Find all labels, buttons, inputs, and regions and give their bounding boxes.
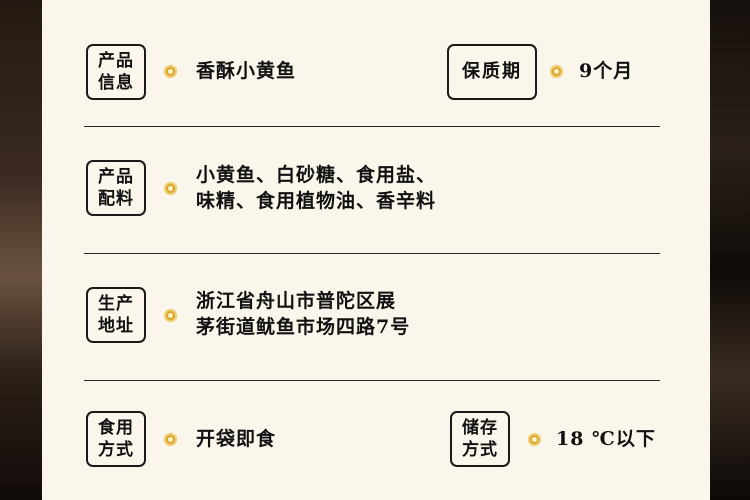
row-usage-storage: 食用 方式 开袋即食 储存 方式 18 ℃以下	[42, 381, 710, 500]
bullet-dot-icon	[164, 433, 177, 446]
label-line: 保质期	[462, 61, 522, 82]
storage-value: 18 ℃以下	[556, 428, 656, 450]
product-name-value: 香酥小黄鱼	[196, 60, 297, 82]
background-photo-right	[710, 0, 750, 500]
bullet-dot-icon	[164, 65, 177, 78]
ingredients-line-1: 小黄鱼、白砂糖、食用盐、	[196, 164, 437, 186]
ingredients-line-2: 味精、食用植物油、香辛料	[196, 190, 437, 212]
label-line: 储存	[462, 418, 498, 438]
divider	[84, 380, 660, 381]
divider	[84, 253, 660, 254]
product-info-card: 产品 信息 香酥小黄鱼 保质期 9个月 产品 配料 小黄鱼、白砂糖、食用盐、 味…	[42, 0, 710, 500]
usage-value: 开袋即食	[196, 428, 277, 450]
ingredients-label: 产品 配料	[86, 160, 146, 216]
label-line: 方式	[462, 440, 498, 460]
label-line: 地址	[98, 316, 134, 336]
row-product-info: 产品 信息 香酥小黄鱼 保质期 9个月	[42, 0, 710, 126]
label-line: 产品	[98, 167, 134, 187]
label-line: 配料	[98, 189, 134, 209]
label-line: 信息	[98, 73, 134, 93]
storage-label: 储存 方式	[450, 411, 510, 467]
divider	[84, 126, 660, 127]
product-info-label: 产品 信息	[86, 44, 146, 100]
row-address: 生产 地址 浙江省舟山市普陀区展 茅街道鱿鱼市场四路7号	[42, 254, 710, 380]
bullet-dot-icon	[164, 182, 177, 195]
label-line: 方式	[98, 440, 134, 460]
usage-label: 食用 方式	[86, 411, 146, 467]
background-photo-left	[0, 0, 42, 500]
bullet-dot-icon	[550, 65, 563, 78]
shelf-life-label: 保质期	[447, 44, 537, 100]
address-line-1: 浙江省舟山市普陀区展	[196, 290, 397, 312]
label-line: 生产	[98, 294, 134, 314]
bullet-dot-icon	[164, 309, 177, 322]
row-ingredients: 产品 配料 小黄鱼、白砂糖、食用盐、 味精、食用植物油、香辛料	[42, 127, 710, 253]
label-line: 食用	[98, 418, 134, 438]
shelf-life-value: 9个月	[579, 60, 634, 82]
label-line: 产品	[98, 51, 134, 71]
bullet-dot-icon	[528, 433, 541, 446]
address-label: 生产 地址	[86, 287, 146, 343]
address-line-2: 茅街道鱿鱼市场四路7号	[196, 316, 411, 338]
